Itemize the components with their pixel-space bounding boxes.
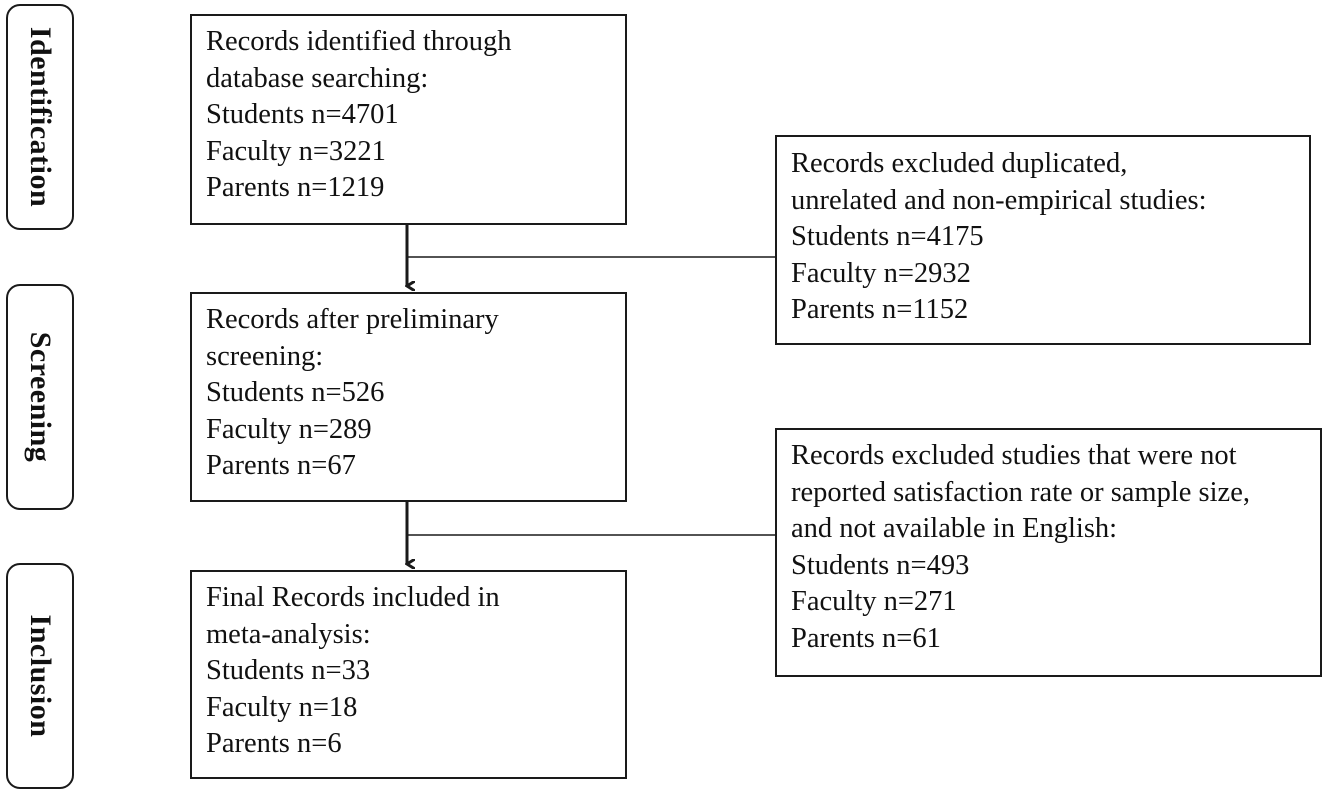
box-records-excluded-criteria: Records excluded studies that were not r…: [775, 428, 1322, 677]
box-records-included: Final Records included in meta-analysis:…: [190, 570, 627, 779]
stage-identification: Identification: [6, 4, 74, 230]
stage-screening: Screening: [6, 284, 74, 510]
box-line: Faculty n=2932: [791, 257, 971, 289]
box-line: database searching:: [206, 62, 429, 94]
box-line: Final Records included in: [206, 582, 500, 613]
box-line: Students n=526: [206, 377, 385, 408]
box-line: Records excluded studies that were not: [791, 440, 1237, 471]
box-records-identified: Records identified through database sear…: [190, 14, 627, 225]
box-records-screened: Records after preliminary screening: Stu…: [190, 292, 627, 502]
box-line: Faculty n=18: [206, 691, 358, 723]
box-line: Parents n=6: [206, 728, 342, 759]
box-line: Parents n=67: [206, 450, 356, 481]
box-line: Faculty n=3221: [206, 135, 386, 167]
box-line: Students n=4175: [791, 221, 984, 252]
box-line: unrelated and non-empirical studies:: [791, 184, 1207, 216]
box-line: meta-analysis:: [206, 618, 371, 650]
stage-inclusion: Inclusion: [6, 563, 74, 789]
box-line: reported satisfaction rate or sample siz…: [791, 476, 1250, 508]
box-line: Faculty n=289: [206, 413, 372, 445]
box-line: and not available in English:: [791, 513, 1118, 544]
box-line: Records after preliminary: [206, 304, 499, 335]
box-line: Records excluded duplicated,: [791, 148, 1128, 179]
box-line: screening:: [206, 340, 324, 372]
box-line: Parents n=1152: [791, 294, 969, 325]
box-line: Records identified through: [206, 26, 512, 57]
box-line: Parents n=61: [791, 622, 941, 654]
box-line: Students n=4701: [206, 99, 399, 130]
box-records-excluded-duplicates: Records excluded duplicated, unrelated a…: [775, 135, 1311, 345]
box-line: Faculty n=271: [791, 586, 957, 617]
box-line: Students n=493: [791, 549, 970, 581]
box-line: Students n=33: [206, 655, 371, 686]
box-line: Parents n=1219: [206, 172, 385, 203]
